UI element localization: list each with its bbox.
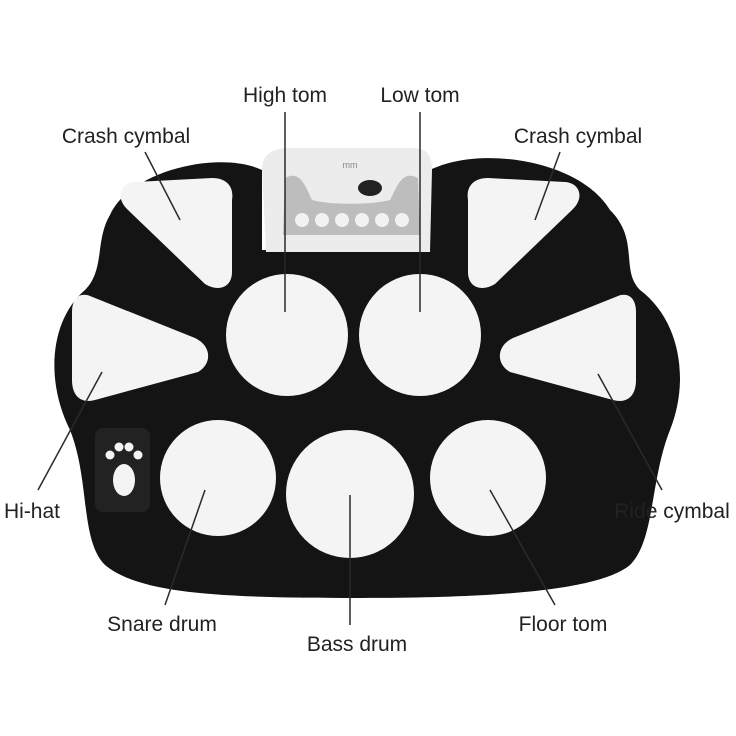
panel-buttons (295, 213, 409, 227)
hi-hat-pad[interactable] (72, 294, 209, 401)
high-tom-pad[interactable] (226, 274, 348, 396)
bass-drum-pad[interactable] (286, 430, 414, 558)
crash-cymbal-left-pad[interactable] (120, 178, 233, 288)
hi-hat-leader (37, 371, 103, 491)
label-snare: Snare drum (107, 613, 217, 636)
label-crash-left: Crash cymbal (62, 125, 190, 148)
label-crash-right: Crash cymbal (514, 125, 642, 148)
snare-drum-pad[interactable] (160, 420, 276, 536)
panel-button[interactable] (355, 213, 369, 227)
ride-cymbal-pad[interactable] (499, 294, 636, 401)
label-hi-hat: Hi-hat (4, 500, 60, 523)
panel-button[interactable] (375, 213, 389, 227)
ride-leader (597, 373, 663, 491)
floor-tom-leader (489, 489, 556, 606)
label-low-tom: Low tom (380, 84, 459, 107)
floor-tom-pad[interactable] (430, 420, 546, 536)
drummer-graphic-icon (358, 180, 382, 196)
crash-cymbal-right-pad[interactable] (467, 178, 580, 288)
label-ride: Ride cymbal (614, 500, 730, 523)
snare-leader (164, 489, 206, 606)
label-high-tom: High tom (243, 84, 327, 107)
label-bass: Bass drum (307, 633, 407, 656)
crash-left-leader (144, 151, 181, 221)
low-tom-pad[interactable] (359, 274, 481, 396)
panel-button[interactable] (315, 213, 329, 227)
paw-print-icon (105, 442, 143, 496)
panel-button[interactable] (295, 213, 309, 227)
panel-logo: mm (343, 160, 358, 170)
panel-button[interactable] (395, 213, 409, 227)
crash-right-leader (534, 151, 561, 221)
panel-button[interactable] (335, 213, 349, 227)
label-floor-tom: Floor tom (519, 613, 608, 636)
